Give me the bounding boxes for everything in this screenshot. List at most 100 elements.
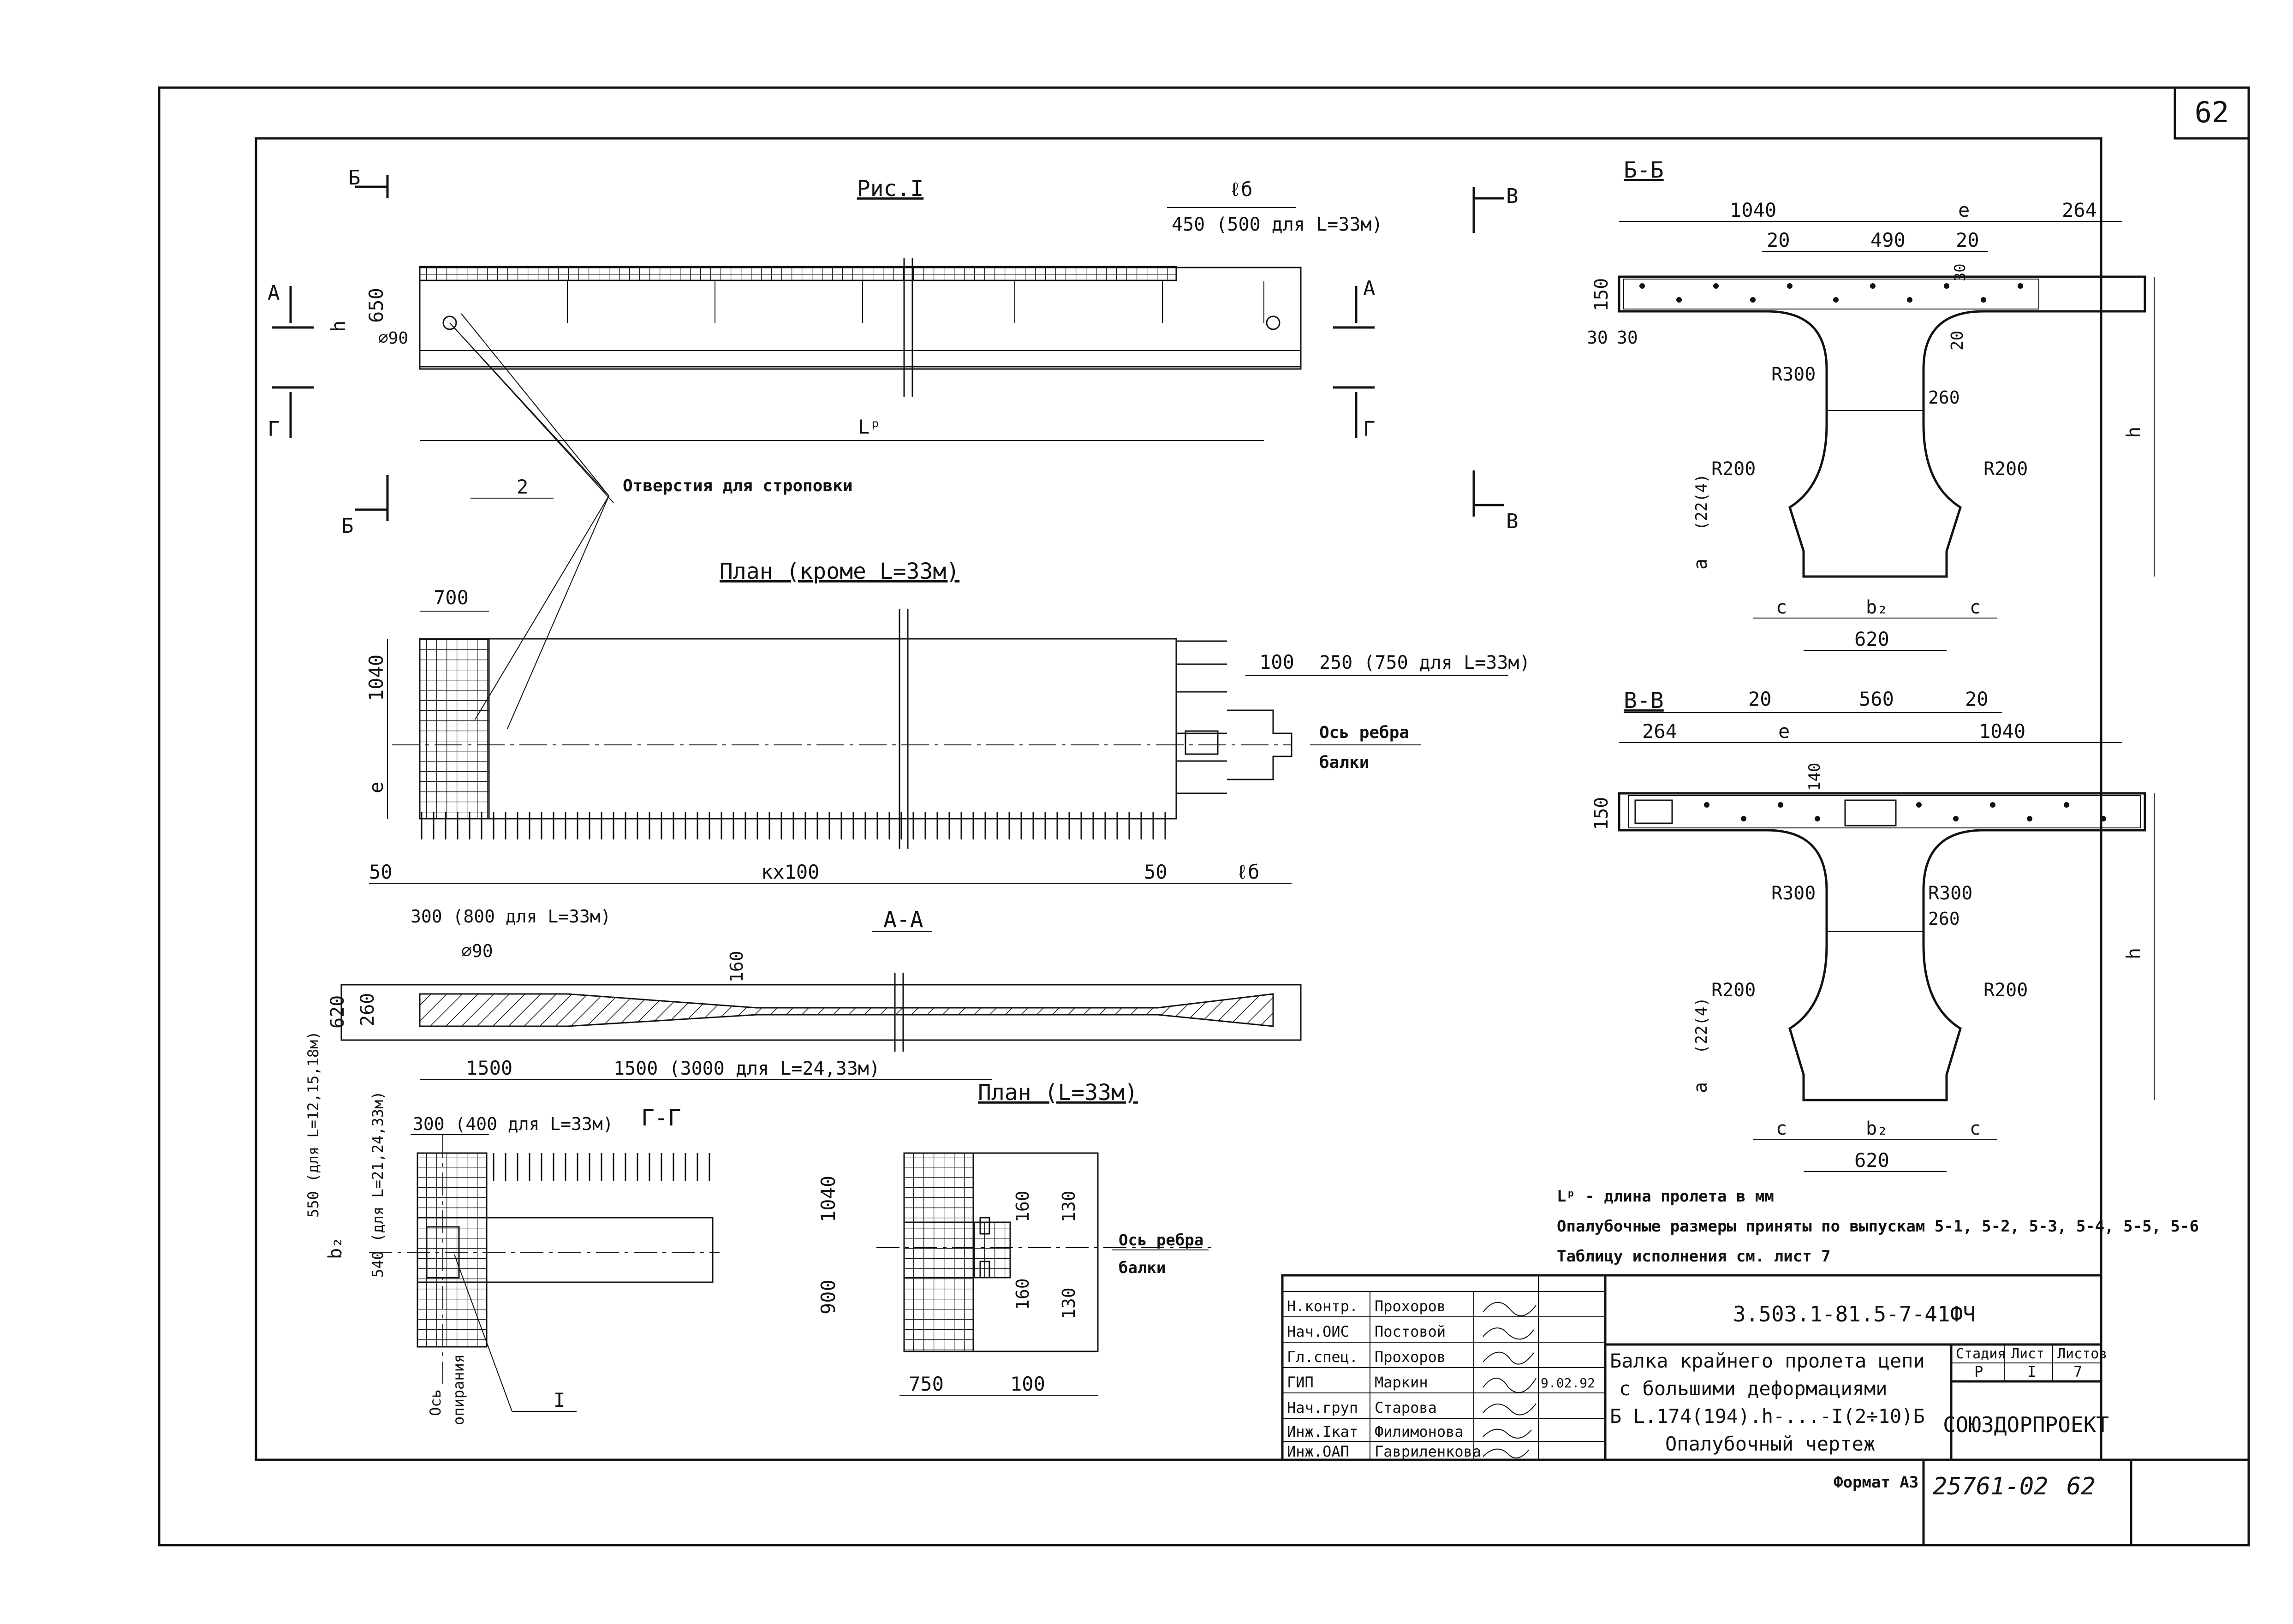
aa-title: А-А — [883, 907, 923, 933]
plan-dim-100: 100 — [1259, 651, 1294, 673]
bb-dim-c2: c — [1970, 597, 1981, 618]
section-marker-v-bottom — [1472, 470, 1504, 517]
vv-dim-150: 150 — [1591, 797, 1612, 830]
name-4: Маркин — [1375, 1374, 1428, 1391]
role-4: ГИП — [1287, 1374, 1314, 1391]
name-2: Постовой — [1375, 1323, 1446, 1340]
fig1-hole — [442, 315, 457, 330]
aa-dim-160: 160 — [727, 951, 747, 982]
gg-axis-label-2: опирания — [450, 1354, 467, 1425]
sheets-value: 7 — [2073, 1363, 2082, 1380]
plan33-dim-900: 900 — [817, 1279, 840, 1315]
name-5: Старова — [1375, 1399, 1437, 1416]
fig1-stiffener-ticks — [567, 281, 1264, 323]
plan-dim-1040: 1040 — [365, 654, 387, 701]
gg-dim-300: 300 (400 для L=33м) — [413, 1114, 613, 1134]
section-marker-g-left — [272, 386, 314, 438]
name-3: Прохоров — [1375, 1348, 1446, 1366]
organization: СОЮЗДОРПРОЕКТ — [1943, 1412, 2109, 1437]
bb-dim-620: 620 — [1854, 628, 1889, 650]
vv-dim-260: 260 — [1928, 909, 1960, 929]
archive-number: 25761-02 — [1933, 1473, 2048, 1500]
section-marker-a-right — [1333, 286, 1375, 329]
vv-dim-b2: b₂ — [1866, 1118, 1888, 1139]
plan-beam-outline — [419, 638, 1177, 820]
plan-bottom-ticks — [420, 812, 1176, 839]
aa-dim-260: 260 — [357, 993, 378, 1026]
section-g-label-left: Г — [268, 417, 280, 441]
bb-dim-490: 490 — [1870, 229, 1906, 251]
role-2: Нач.ОИС — [1287, 1323, 1349, 1340]
name-1: Прохоров — [1375, 1297, 1446, 1315]
plan33-mid-grid — [903, 1221, 1011, 1279]
holes-note: Отверстия для строповки — [623, 476, 853, 495]
fig1-dim-d90: ⌀90 — [378, 329, 408, 348]
vv-dim-a: a — [1690, 1082, 1711, 1093]
gg-title: Г-Г — [641, 1105, 681, 1131]
section-v-label-top: В — [1506, 184, 1519, 208]
gg-top-ticks — [487, 1153, 713, 1181]
role-5: Нач.груп — [1287, 1399, 1358, 1416]
vv-rebar-dots — [1704, 802, 2106, 821]
plan-dim-250: 250 (750 для L=33м) — [1319, 652, 1531, 673]
section-a-label-right: А — [1363, 277, 1376, 300]
role-1: Н.контр. — [1287, 1297, 1358, 1315]
bb-view: Б-Б 1040 e 264 20 490 20 150 30 30 30 20… — [1587, 157, 2155, 651]
gg-end-grid — [417, 1152, 488, 1348]
section-marker-v-top — [1472, 187, 1504, 233]
title-name-3: Б L.174(194).h-...-I(2÷10)Б — [1610, 1405, 1925, 1428]
outer-frame — [158, 86, 2250, 1547]
fig1-dim-L: Lᵖ — [858, 416, 881, 438]
role-6: Инж.Iкат — [1287, 1423, 1358, 1440]
plan33-dim-100: 100 — [1010, 1373, 1045, 1395]
section-b-label-top: Б — [348, 166, 361, 190]
section-marker-b-bottom — [355, 475, 389, 521]
page-number-box — [2174, 86, 2250, 140]
vv-dim-1040: 1040 — [1979, 720, 2025, 743]
plan-axis-label-1: Ось ребра — [1319, 723, 1409, 742]
sheets-header: Листов — [2057, 1346, 2107, 1362]
vv-dim-e: e — [1778, 720, 1790, 743]
section-g-label-right: Г — [1363, 417, 1376, 441]
plan-end-bars — [1176, 640, 1227, 794]
plan-dim-e: e — [365, 782, 387, 793]
fig1-view: Рис.I Б Б В В А — [268, 166, 1519, 729]
bb-dim-20b: 20 — [1956, 229, 1979, 251]
section-b-label-bottom: Б — [341, 514, 354, 538]
plan-end-grid — [419, 638, 490, 820]
plan-anchor-block — [1185, 730, 1219, 755]
vv-r200a: R200 — [1711, 980, 1756, 1001]
vv-title: В-В — [1624, 688, 1664, 714]
bb-dim-h: h — [2122, 427, 2145, 438]
bb-cross-section — [1618, 275, 2146, 578]
bottom-strip: Формат А3 25761-02 62 — [1834, 1458, 2250, 1547]
section-marker-a-left — [272, 286, 314, 329]
title-block: 3.503.1-81.5-7-41ФЧ Балка крайнего проле… — [1281, 1274, 2109, 1461]
vv-view: В-В 20 560 20 264 e 1040 150 140 R300 R3… — [1591, 688, 2155, 1172]
bb-dim-20v: 20 — [1948, 331, 1967, 351]
role-7: Инж.ОАП — [1287, 1443, 1349, 1460]
bb-dim-264: 264 — [2062, 199, 2097, 221]
vv-cross-section — [1618, 792, 2146, 1101]
section-marker-b-top — [355, 175, 389, 198]
title-name-1: Балка крайнего пролета цепи — [1610, 1350, 1925, 1372]
section-v-label-bottom: В — [1506, 510, 1519, 533]
gg-label-1: I — [554, 1389, 565, 1411]
title-name-4: Опалубочный чертеж — [1665, 1433, 1875, 1455]
archive-page: 62 — [2067, 1473, 2096, 1500]
bb-dim-b2: b₂ — [1866, 597, 1888, 618]
vv-insert-center — [1844, 799, 1897, 827]
plan-dim-50-right: 50 — [1144, 861, 1167, 883]
format-label: Формат А3 — [1834, 1473, 1918, 1492]
bb-dim-30b: 30 — [1617, 327, 1638, 348]
inner-frame — [255, 137, 2102, 1461]
name-7: Гавриленкова — [1375, 1443, 1481, 1460]
bb-dim-1040: 1040 — [1730, 199, 1776, 221]
bb-dim-122: (22(4) — [1692, 474, 1711, 530]
gg-dim-540: 540 (для L=21,24,33м) — [369, 1091, 387, 1278]
gg-label-1-leader — [454, 1254, 512, 1412]
plan-dim-700: 700 — [434, 586, 469, 609]
bb-dim-150: 150 — [1591, 278, 1612, 311]
vv-r300b: R300 — [1928, 883, 1972, 904]
